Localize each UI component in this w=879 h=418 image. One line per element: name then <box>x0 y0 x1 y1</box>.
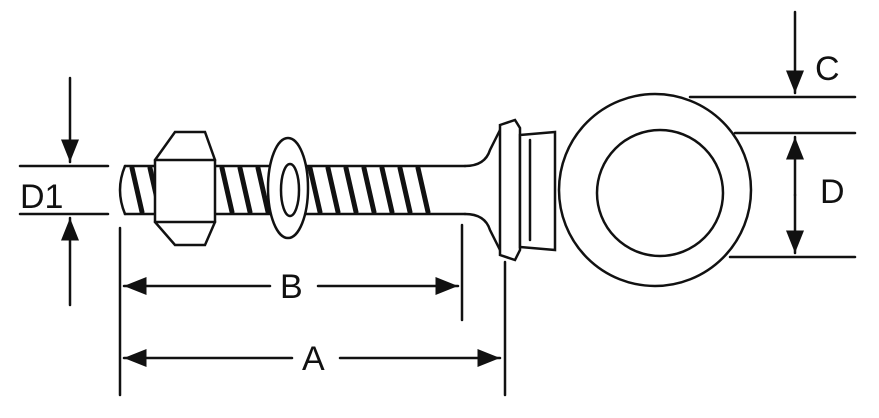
label-d: D <box>820 173 845 211</box>
dimension-c <box>688 10 857 135</box>
flange <box>498 118 557 262</box>
label-a: A <box>302 340 325 378</box>
dimension-d1 <box>18 76 110 307</box>
hex-nut <box>153 130 217 247</box>
eye-ring <box>557 92 753 288</box>
washer <box>266 136 310 240</box>
dimension-d <box>728 135 857 259</box>
label-c: C <box>815 50 840 88</box>
label-d1: D1 <box>20 178 63 216</box>
label-b: B <box>280 268 303 306</box>
